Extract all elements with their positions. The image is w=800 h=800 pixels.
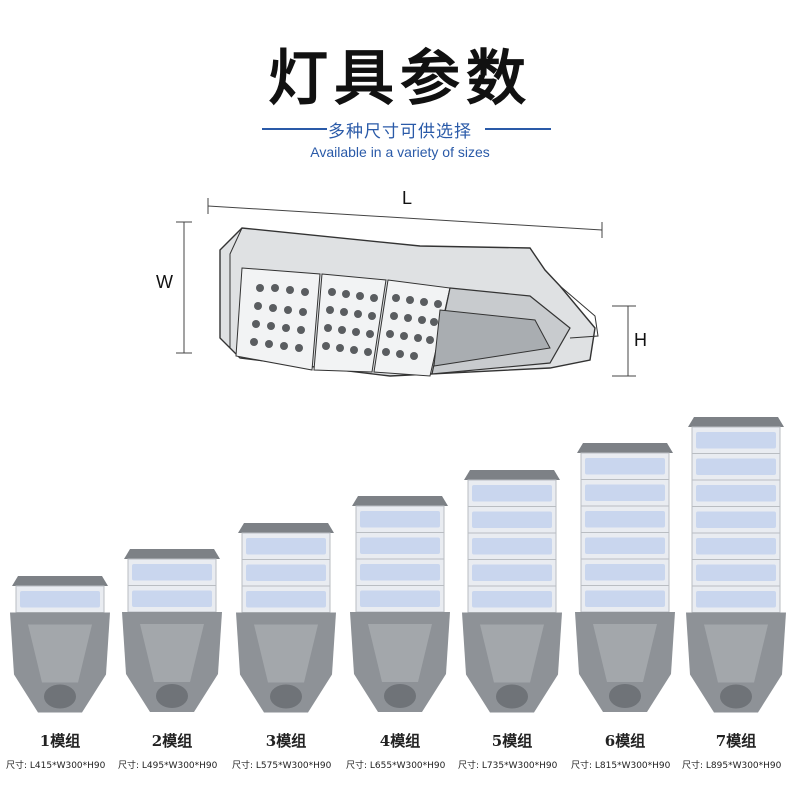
dimension-diagram: L W H [150,188,650,402]
lamp-size-spec: 尺寸: L415*W300*H90 [6,761,106,771]
lamp-size-spec: 尺寸: L895*W300*H90 [682,761,782,771]
lamp-4-module [348,496,452,724]
lamp-module-label: 6模组 [604,732,646,750]
lamp-2-module [120,549,224,724]
lamp-illustration [350,496,450,712]
lamp-size-spec: 尺寸: L655*W300*H90 [346,761,446,771]
subtitle-cn: 多种尺寸可供选择 [328,122,472,142]
width-label: W [156,272,173,292]
length-label: L [402,188,413,208]
lamp-illustration [236,522,336,712]
lamp-module-label: 3模组 [265,732,307,750]
lamp-6-module [573,443,677,724]
lamp-size-spec: 尺寸: L735*W300*H90 [458,761,558,771]
lamp-3-module [234,522,338,725]
lamp-illustration [462,469,562,712]
lamp-1-module [8,575,112,725]
lamp-module-label: 4模组 [379,732,421,750]
lamp-illustration [10,575,110,712]
lamp-illustration [686,416,786,712]
lamp-5-module [460,469,564,725]
subtitle-en: Available in a variety of sizes [310,144,490,160]
lamp-module-label: 5模组 [491,732,533,750]
subtitle-left-rule [262,128,327,130]
lamp-module-label: 2模组 [151,732,193,750]
height-label: H [634,330,647,350]
subtitle-right-rule [485,128,551,130]
lamp-size-spec: 尺寸: L575*W300*H90 [232,761,332,771]
subtitle-row: 多种尺寸可供选择 [0,117,800,142]
lamp-size-spec: 尺寸: L815*W300*H90 [571,761,671,771]
lamp-dimension-illustration [176,198,636,377]
lamp-size-spec: 尺寸: L495*W300*H90 [118,761,218,771]
lamp-module-label: 1模组 [39,732,81,750]
lamp-illustration [122,549,222,712]
page-title: 灯具参数 [268,44,532,114]
lamp-illustration [575,443,675,712]
lamp-7-module [684,416,788,725]
lamp-module-label: 7模组 [715,732,757,750]
